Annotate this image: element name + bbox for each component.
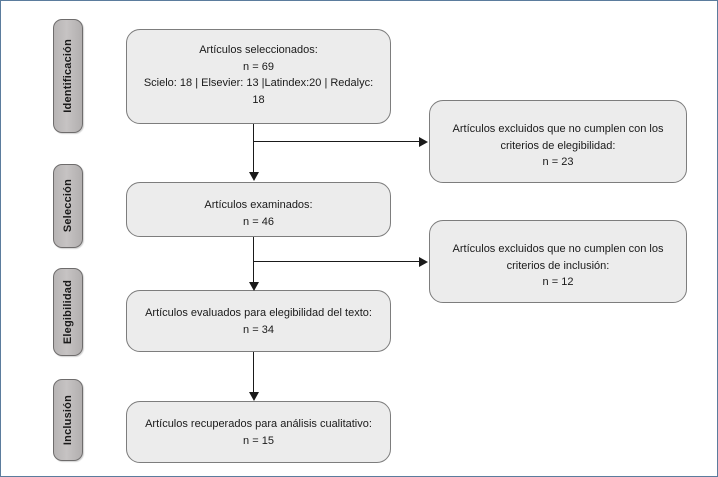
box-text: Artículos excluidos que no cumplen con l… — [452, 123, 664, 168]
box-articulos-elegibilidad: Artículos evaluados para elegibilidad de… — [126, 290, 391, 352]
box-text: Artículos evaluados para elegibilidad de… — [145, 307, 372, 336]
box-text: Artículos excluidos que no cumplen con l… — [452, 243, 664, 288]
stage-tab-label: Inclusión — [62, 394, 74, 446]
stage-tab-label: Selección — [62, 179, 74, 233]
box-text: Artículos seleccionados: n = 69 Scielo: … — [143, 44, 374, 106]
stage-tab-identificacion: Identificación — [53, 19, 83, 133]
box-excluidos-inclusion: Artículos excluidos que no cumplen con l… — [429, 220, 687, 303]
box-text: Artículos recuperados para análisis cual… — [145, 418, 372, 447]
stage-tab-seleccion: Selección — [53, 164, 83, 248]
arrowhead-down-examinados — [249, 172, 259, 181]
box-articulos-examinados: Artículos examinados: n = 46 — [126, 182, 391, 237]
arrowhead-right-excluidos-elegibilidad — [419, 137, 428, 147]
stage-tab-elegibilidad: Elegibilidad — [53, 268, 83, 356]
box-articulos-seleccionados: Artículos seleccionados: n = 69 Scielo: … — [126, 29, 391, 124]
arrowhead-down-cualitativo — [249, 392, 259, 401]
box-articulos-cualitativo: Artículos recuperados para análisis cual… — [126, 401, 391, 463]
connector-seleccionados-to-examinados — [253, 124, 254, 174]
box-excluidos-elegibilidad: Artículos excluidos que no cumplen con l… — [429, 100, 687, 183]
connector-branch-to-excluidos-elegibilidad — [253, 141, 420, 142]
stage-tab-label: Identificación — [62, 39, 74, 113]
arrowhead-right-excluidos-inclusion — [419, 257, 428, 267]
connector-elegibilidad-to-cualitativo — [253, 352, 254, 394]
box-text: Artículos examinados: n = 46 — [204, 199, 313, 228]
stage-tab-inclusion: Inclusión — [53, 379, 83, 461]
connector-branch-to-excluidos-inclusion — [253, 261, 420, 262]
arrowhead-down-elegibilidad — [249, 282, 259, 291]
stage-tab-label: Elegibilidad — [62, 279, 74, 345]
